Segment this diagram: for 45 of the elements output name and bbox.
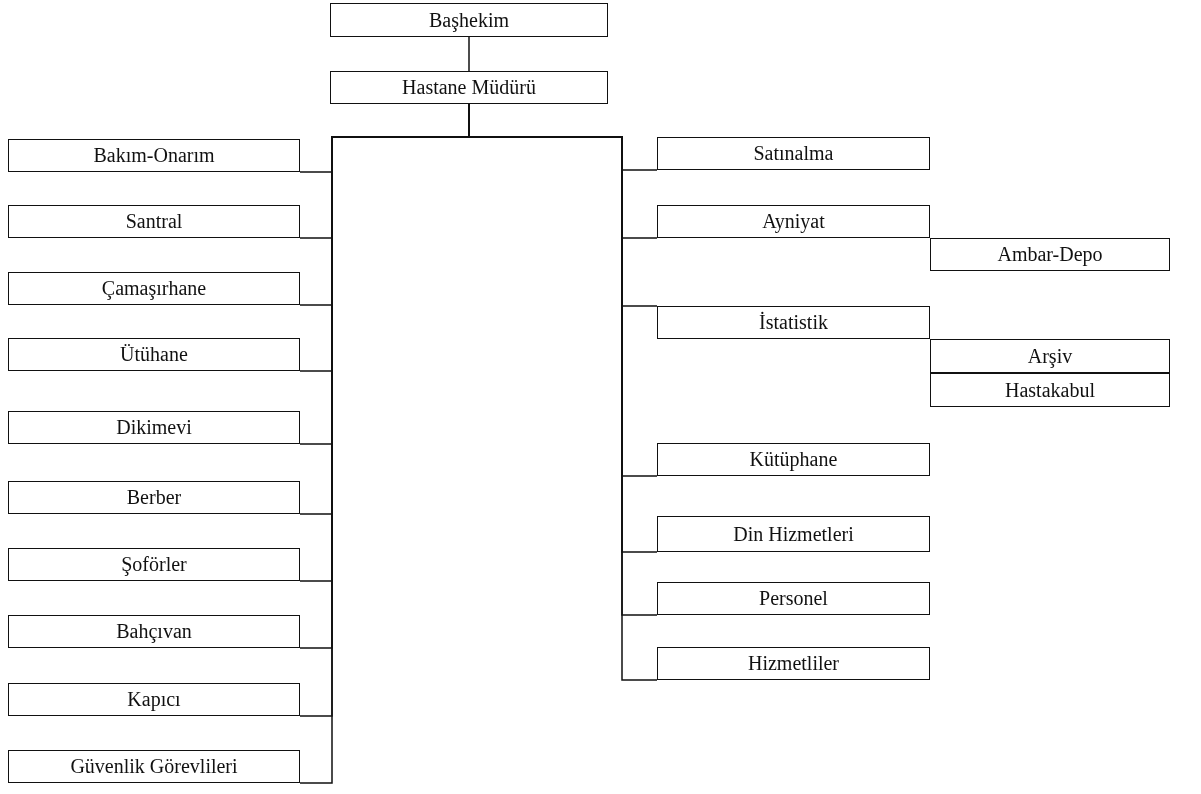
unit-label: Kapıcı [127,688,181,711]
unit-label: Çamaşırhane [101,277,207,300]
unit-label: Hastakabul [1005,378,1095,402]
unit-label: Santral [125,210,183,233]
unit-label: Berber [126,486,182,509]
unit-label: Satınalma [753,142,834,165]
unit-label: Hizmetliler [747,652,840,675]
unit-box [8,205,300,238]
unit-label: Hastane Müdürü [402,76,536,99]
unit-box [657,306,930,339]
unit-label: Kütüphane [749,448,838,471]
unit-box [930,339,1170,373]
connector-line [468,36,470,72]
unit-box [657,205,930,238]
unit-label: İstatistik [759,311,828,334]
unit-box [330,3,608,37]
unit-box [8,139,300,172]
unit-box [8,272,300,305]
unit-label: Ütühane [120,343,188,366]
unit-box [330,71,608,104]
unit-box [657,137,930,170]
unit-box [930,373,1170,407]
unit-label: Ambar-Depo [997,243,1103,266]
unit-label: Personel [759,587,828,610]
unit-box [930,238,1170,271]
unit-box [8,338,300,371]
unit-box [8,411,300,444]
unit-label: Arşiv [1027,344,1073,368]
unit-label: Başhekim [429,8,509,32]
unit-box [8,615,300,648]
unit-box [657,516,930,552]
unit-box [8,683,300,716]
unit-box [8,548,300,581]
unit-label: Şoförler [121,553,187,576]
unit-label: Güvenlik Görevlileri [70,755,238,778]
unit-label: Ayniyat [762,210,825,233]
unit-label: Bakım-Onarım [93,144,215,167]
unit-label: Bahçıvan [116,620,192,643]
unit-box [657,647,930,680]
unit-label: Din Hizmetleri [733,522,854,546]
unit-box [657,443,930,476]
unit-box [8,481,300,514]
unit-box [657,582,930,615]
unit-box [8,750,300,783]
unit-label: Dikimevi [116,416,192,439]
